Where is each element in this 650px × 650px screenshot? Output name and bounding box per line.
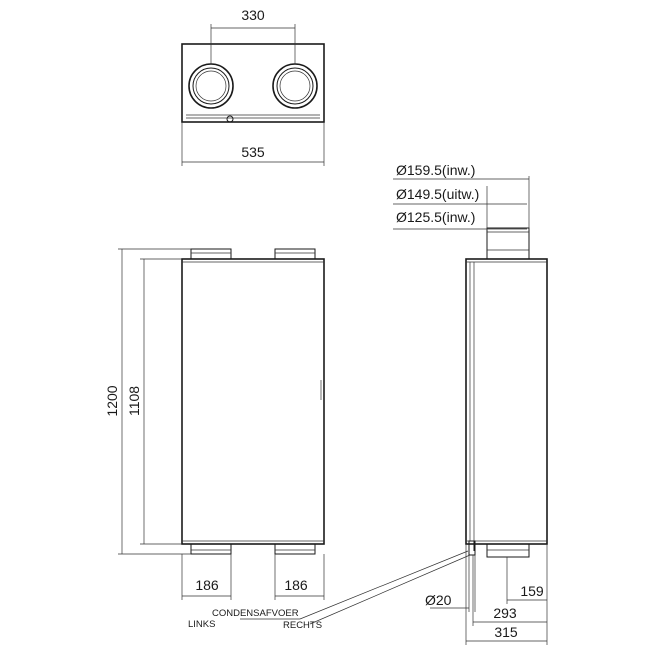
top-view-spigot-right	[272, 63, 318, 109]
front-view-body	[181, 258, 325, 545]
dim-dia-20: Ø20	[425, 555, 476, 612]
dim-dia-125-5: Ø125.5(inw.)	[393, 209, 527, 230]
dim-159: 159	[506, 544, 548, 645]
side-drain	[468, 540, 476, 556]
front-view: 1200 1108 186 186 CONDENSAFVOER LINKS RE…	[104, 248, 471, 631]
leader-condensate	[299, 550, 469, 620]
label-left: LINKS	[188, 619, 215, 630]
dim-1200: 1200	[104, 248, 191, 555]
dim-1200-label: 1200	[104, 385, 120, 416]
side-view-body	[465, 258, 548, 545]
dim-1108: 1108	[126, 258, 182, 545]
dim-535-label: 535	[241, 144, 265, 160]
top-view-spigot-left	[188, 63, 234, 109]
dim-dia-149-5-label: Ø149.5(uitw.)	[396, 186, 479, 202]
dim-159-label: 159	[520, 583, 544, 599]
front-bottom-spigot-right	[274, 543, 316, 555]
dim-315-label: 315	[494, 624, 518, 640]
front-top-spigot-right	[274, 248, 316, 260]
dim-dia-159-5-label: Ø159.5(inw.)	[396, 162, 475, 178]
dim-330-label: 330	[241, 7, 265, 23]
dim-dia-159-5: Ø159.5(inw.)	[393, 162, 530, 230]
side-bottom-spigot	[486, 543, 530, 558]
front-bottom-spigot-left	[190, 543, 232, 555]
dim-293-label: 293	[493, 605, 517, 621]
dim-1108-label: 1108	[126, 386, 142, 416]
top-view-drain-point	[226, 115, 234, 123]
dim-330: 330	[210, 7, 296, 64]
side-top-spigot	[486, 227, 530, 260]
dim-186-right: 186	[274, 554, 325, 600]
label-right: RECHTS	[283, 620, 322, 631]
dim-dia-20-label: Ø20	[425, 592, 452, 608]
dim-535: 535	[181, 122, 325, 166]
dim-dia-125-5-label: Ø125.5(inw.)	[396, 209, 475, 225]
front-top-spigot-left	[190, 248, 232, 260]
label-condensate: CONDENSAFVOER	[212, 608, 299, 619]
dim-293: 293	[472, 555, 547, 626]
dim-dia-149-5: Ø149.5(uitw.)	[393, 186, 527, 230]
dim-186-left: 186	[181, 554, 232, 600]
dim-186-right-label: 186	[284, 577, 308, 593]
dim-315: 315	[465, 544, 547, 645]
top-view-housing	[181, 43, 325, 123]
side-view: Ø159.5(inw.) Ø149.5(uitw.) Ø125.5(inw.) …	[393, 162, 548, 645]
dim-186-left-label: 186	[195, 577, 219, 593]
top-view: 330 535	[181, 7, 325, 166]
